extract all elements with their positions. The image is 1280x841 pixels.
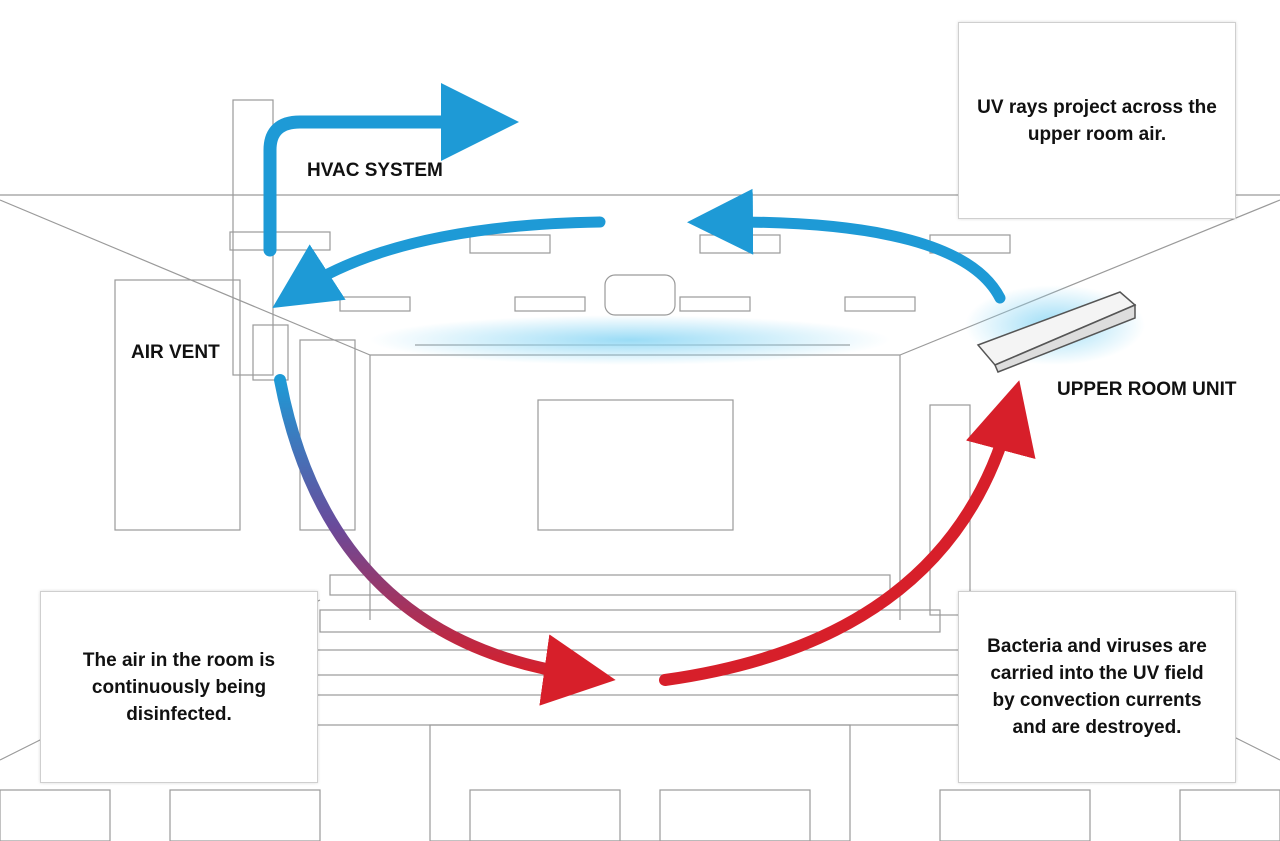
upper-room-unit-label: UPPER ROOM UNIT xyxy=(1057,379,1237,400)
room-lines xyxy=(0,99,1280,841)
uv-glow xyxy=(370,315,890,365)
upper-room-unit-icon xyxy=(976,291,1137,373)
airflow-arrows xyxy=(263,83,1036,706)
return-arrow-left xyxy=(272,216,606,308)
convection-text: Bacteria and viruses are carried into th… xyxy=(987,636,1207,738)
hvac-system-label: HVAC SYSTEM xyxy=(307,160,443,181)
hvac-arrow xyxy=(263,83,519,257)
convection-arrow xyxy=(659,380,1036,686)
uv-rays-text: UV rays project across the upper room ai… xyxy=(977,96,1217,145)
return-arrow-right xyxy=(687,188,1006,304)
air-disinfected-callout: The air in the room is continuously bein… xyxy=(40,591,318,783)
air-vent-label: AIR VENT xyxy=(131,342,220,363)
air-disinfected-text: The air in the room is continuously bein… xyxy=(82,649,276,725)
convection-callout: Bacteria and viruses are carried into th… xyxy=(958,591,1236,783)
supply-arrow xyxy=(274,374,616,706)
uv-rays-callout: UV rays project across the upper room ai… xyxy=(958,22,1236,219)
